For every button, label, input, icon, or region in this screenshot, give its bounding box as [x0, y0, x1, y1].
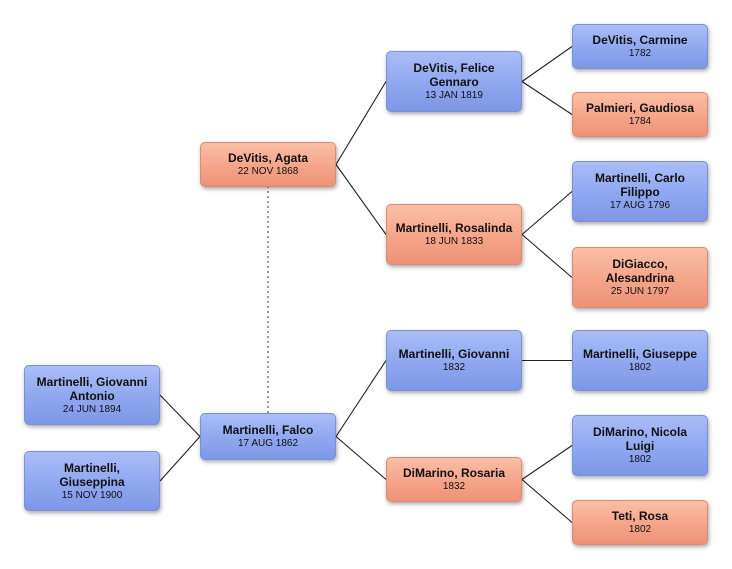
- person-node-felice[interactable]: DeVitis, Felice Gennaro 13 JAN 1819: [386, 51, 522, 112]
- person-date: 1784: [628, 116, 652, 127]
- person-date: 24 JUN 1894: [62, 403, 122, 415]
- person-date: 1802: [628, 362, 652, 373]
- person-date: 25 JUN 1797: [610, 286, 670, 297]
- person-name: DiMarino, Nicola Luigi: [592, 425, 687, 453]
- person-date: 1802: [628, 454, 652, 465]
- parent-connector: [335, 164, 387, 235]
- person-name: Martinelli, Giuseppe: [582, 347, 698, 361]
- parent-connector: [521, 479, 573, 523]
- person-name: DeVitis, Felice Gennaro: [413, 61, 495, 89]
- person-date: 17 AUG 1862: [237, 438, 299, 449]
- parent-connector: [521, 445, 573, 480]
- person-name: DiGiacco, Alesandrina: [605, 257, 675, 285]
- person-name: DiMarino, Rosaria: [402, 466, 506, 480]
- person-name: Martinelli, Giovanni Antonio: [36, 374, 148, 403]
- person-date: 1782: [628, 48, 652, 59]
- parent-connector: [335, 436, 387, 480]
- parent-connector: [159, 394, 201, 437]
- person-date: 18 JUN 1833: [424, 236, 484, 247]
- person-name: Martinelli, Giuseppina: [59, 460, 125, 489]
- person-node-alesandrina[interactable]: DiGiacco, Alesandrina 25 JUN 1797: [572, 247, 708, 308]
- person-name: DeVitis, Agata: [227, 151, 309, 165]
- person-node-falco[interactable]: Martinelli, Falco 17 AUG 1862: [200, 413, 336, 460]
- person-date: 22 NOV 1868: [237, 166, 299, 177]
- person-node-giuseppina[interactable]: Martinelli, Giuseppina 15 NOV 1900: [24, 451, 160, 511]
- person-node-giovanni[interactable]: Martinelli, Giovanni 1832: [386, 330, 522, 391]
- person-name: Martinelli, Giovanni: [398, 347, 510, 361]
- person-date: 1832: [442, 362, 466, 373]
- parent-connector: [521, 234, 573, 278]
- person-node-carlo[interactable]: Martinelli, Carlo Filippo 17 AUG 1796: [572, 161, 708, 222]
- parent-connector: [521, 46, 573, 82]
- person-name: Martinelli, Falco: [222, 423, 314, 437]
- person-date: 13 JAN 1819: [425, 90, 483, 101]
- person-node-nicola[interactable]: DiMarino, Nicola Luigi 1802: [572, 415, 708, 476]
- person-date: 1802: [628, 524, 652, 535]
- person-name: Martinelli, Carlo Filippo: [594, 171, 686, 199]
- person-name: Palmieri, Gaudiosa: [585, 101, 695, 115]
- parent-connector: [159, 436, 201, 482]
- parent-connector: [335, 360, 387, 437]
- person-name: Teti, Rosa: [611, 509, 669, 523]
- person-node-giuseppe[interactable]: Martinelli, Giuseppe 1802: [572, 330, 708, 391]
- parent-connector: [335, 81, 387, 165]
- person-node-agata[interactable]: DeVitis, Agata 22 NOV 1868: [200, 142, 336, 187]
- person-date: 15 NOV 1900: [61, 489, 123, 501]
- parent-connector: [521, 81, 573, 115]
- person-node-giovanni-antonio[interactable]: Martinelli, Giovanni Antonio 24 JUN 1894: [24, 365, 160, 425]
- person-node-rosaria[interactable]: DiMarino, Rosaria 1832: [386, 457, 522, 502]
- person-node-gaudiosa[interactable]: Palmieri, Gaudiosa 1784: [572, 92, 708, 137]
- person-date: 17 AUG 1796: [609, 200, 671, 211]
- person-name: Martinelli, Rosalinda: [395, 221, 513, 235]
- person-node-carmine[interactable]: DeVitis, Carmine 1782: [572, 24, 708, 69]
- person-name: DeVitis, Carmine: [592, 33, 688, 47]
- parent-connector: [521, 191, 573, 235]
- person-node-rosalinda[interactable]: Martinelli, Rosalinda 18 JUN 1833: [386, 204, 522, 265]
- person-date: 1832: [442, 481, 466, 492]
- person-node-rosa[interactable]: Teti, Rosa 1802: [572, 500, 708, 545]
